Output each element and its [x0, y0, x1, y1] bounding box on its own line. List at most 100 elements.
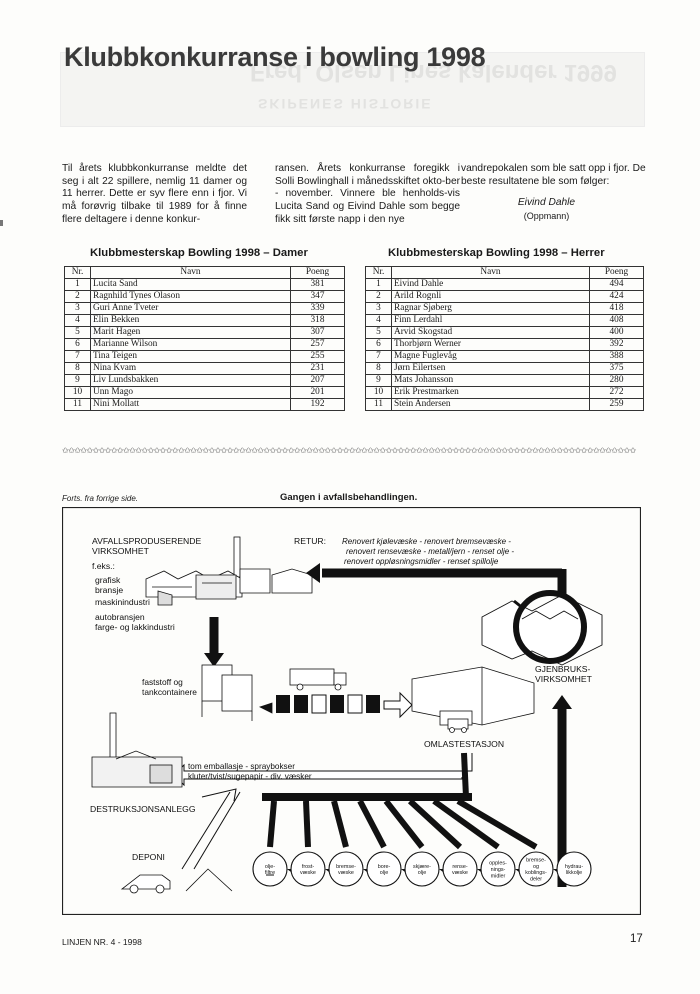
empty-packaging-text: kluter/tvist/sugepapir - div. væsker — [188, 772, 312, 781]
article-column-3-text: vandrepokalen som ble satt opp i fjor. D… — [461, 163, 646, 187]
retur-text: Renovert kjølevæske - renovert bremsevæs… — [342, 537, 511, 546]
waste-flow-diagram: AVFALLSPRODUSERENDE VIRKSOMHET f.eks.: g… — [62, 507, 641, 915]
example-item: autobransjen — [95, 612, 145, 622]
score-cell: 381 — [290, 278, 345, 291]
container-row — [276, 694, 380, 714]
score-cell: 318 — [290, 314, 345, 327]
table-header-row: Nr. Navn Poeng — [64, 266, 345, 279]
score-cell: 307 — [290, 326, 345, 339]
example-item: maskinindustri — [95, 597, 150, 607]
score-cell: 347 — [290, 290, 345, 303]
destruction-plant-label: DESTRUKSJONSANLEGG — [90, 804, 196, 814]
score-cell: 339 — [290, 302, 345, 315]
producer-label: AVFALLSPRODUSERENDE — [92, 536, 201, 546]
diagram-frame — [62, 507, 641, 915]
example-item: farge- og lakkindustri — [95, 622, 175, 632]
rank-cell: 3 — [64, 302, 91, 315]
rank-cell: 8 — [64, 362, 91, 375]
score-cell: 388 — [589, 350, 644, 363]
score-cell: 192 — [290, 398, 345, 411]
rank-cell: 11 — [365, 398, 392, 411]
retur-text: renovert oppløsningsmidler - renset spil… — [344, 557, 499, 566]
waste-category-label: olje — [380, 870, 388, 876]
figure-title: Gangen i avfallsbehandlingen. — [280, 492, 418, 503]
score-cell: 424 — [589, 290, 644, 303]
article-column-2: ransen. Årets konkurranse foregikk i Sol… — [275, 163, 460, 225]
waste-category-label: midler — [491, 873, 506, 879]
name-cell: Mats Johansson — [391, 374, 590, 387]
rank-cell: 10 — [64, 386, 91, 399]
waste-category-label: væske — [300, 870, 316, 876]
gjenbruk-label: GJENBRUKS- — [535, 664, 591, 674]
return-arrow — [306, 563, 567, 601]
signature-name: Eivind Dahle — [517, 197, 576, 209]
deponi-label: DEPONI — [132, 852, 165, 862]
column-header: Nr. — [365, 266, 392, 279]
waste-category-label: opples- — [489, 861, 507, 867]
producer-label: VIRKSOMHET — [92, 546, 150, 556]
article-column-3: vandrepokalen som ble satt opp i fjor. D… — [461, 163, 646, 223]
retur-label: RETUR: — [294, 536, 326, 546]
show-through-subtext: SKIPENES HISTORIE — [258, 96, 433, 112]
rank-cell: 3 — [365, 302, 392, 315]
waste-category-circle — [556, 851, 592, 887]
waste-category-label: hydrau- — [565, 864, 583, 870]
to-terminal-arrow — [383, 691, 413, 719]
score-cell: 201 — [290, 386, 345, 399]
truck-illustration — [289, 668, 347, 691]
score-cell: 408 — [589, 314, 644, 327]
waste-category-label: bore- — [378, 864, 391, 870]
page-edge-mark — [0, 220, 3, 226]
name-cell: Guri Anne Tveter — [90, 302, 291, 315]
rank-cell: 1 — [64, 278, 91, 291]
score-cell: 259 — [589, 398, 644, 411]
waste-category-label: frost- — [302, 864, 314, 870]
name-cell: Ragnar Sjøberg — [391, 302, 590, 315]
rank-cell: 2 — [64, 290, 91, 303]
column-header: Navn — [391, 266, 590, 279]
retur-text: renovert rensevæske - metall/jern - rens… — [346, 547, 514, 556]
waste-category-label: koblings- — [525, 870, 547, 876]
containers-label: tankcontainere — [142, 687, 197, 697]
table-header-row: Nr. Navn Poeng — [365, 266, 644, 279]
score-cell: 255 — [290, 350, 345, 363]
terminal-label: OMLASTESTASJON — [424, 739, 504, 749]
score-cell: 392 — [589, 338, 644, 351]
rank-cell: 4 — [365, 314, 392, 327]
example-item: bransje — [95, 585, 123, 595]
article-title: Klubbkonkurranse i bowling 1998 — [64, 42, 486, 72]
rank-cell: 10 — [365, 386, 392, 399]
footer-issue: LINJEN NR. 4 - 1998 — [62, 937, 142, 947]
rank-cell: 4 — [64, 314, 91, 327]
empty-packaging-text: tom emballasje - spraybokser — [188, 762, 295, 771]
table-title-herrer: Klubbmesterskap Bowling 1998 – Herrer — [388, 247, 605, 259]
waste-category-label: rense- — [452, 864, 467, 870]
waste-category-label: olje — [418, 870, 426, 876]
score-cell: 272 — [589, 386, 644, 399]
name-cell: Nina Kvam — [90, 362, 291, 375]
waste-category-label: deler — [530, 877, 542, 883]
rank-cell: 11 — [64, 398, 91, 411]
waste-category-label: og — [533, 864, 539, 870]
name-cell: Arild Rognli — [391, 290, 590, 303]
rank-cell: 6 — [365, 338, 392, 351]
name-cell: Magne Fuglevåg — [391, 350, 590, 363]
factory-illustration — [145, 536, 313, 606]
rank-cell: 2 — [365, 290, 392, 303]
column-header: Poeng — [290, 266, 345, 279]
name-cell: Stein Andersen — [391, 398, 590, 411]
rank-cell: 9 — [365, 374, 392, 387]
rank-cell: 5 — [64, 326, 91, 339]
name-cell: Tina Teigen — [90, 350, 291, 363]
